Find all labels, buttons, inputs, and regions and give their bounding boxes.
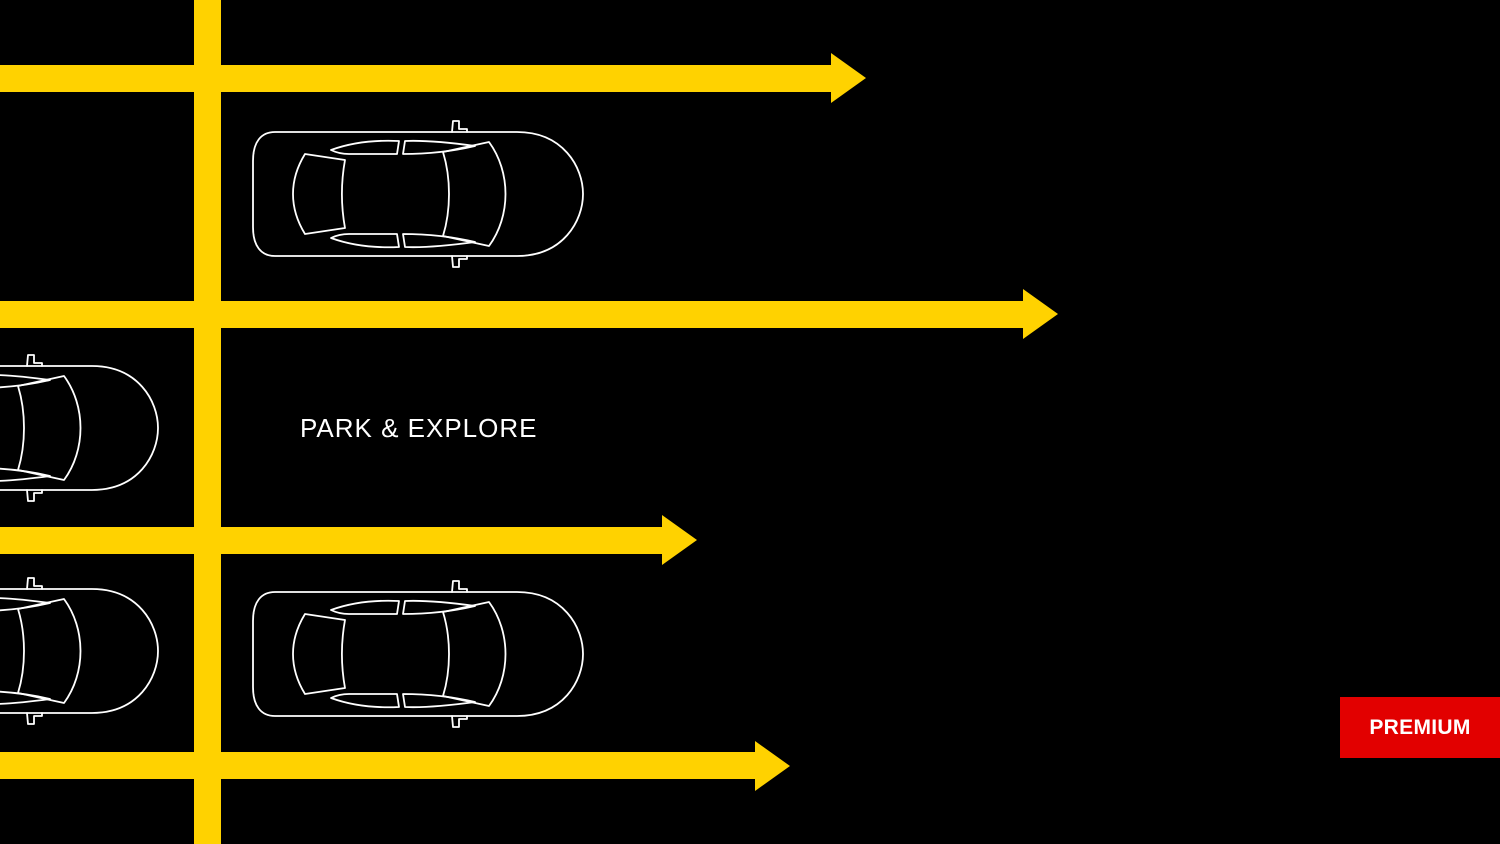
premium-badge: PREMIUM	[1340, 697, 1500, 758]
car-top-view-icon	[0, 354, 159, 502]
car-top-view-icon	[252, 580, 584, 728]
car-top-view-icon	[252, 120, 584, 268]
lane-arrow-1	[0, 53, 866, 103]
lane-arrow-2	[0, 289, 1058, 339]
lane-arrow-4	[0, 741, 790, 791]
headline-text: PARK & EXPLORE	[300, 413, 538, 443]
car-top-view-icon	[0, 577, 159, 725]
lane-arrow-3	[0, 515, 697, 565]
vertical-lane-line	[194, 0, 221, 844]
